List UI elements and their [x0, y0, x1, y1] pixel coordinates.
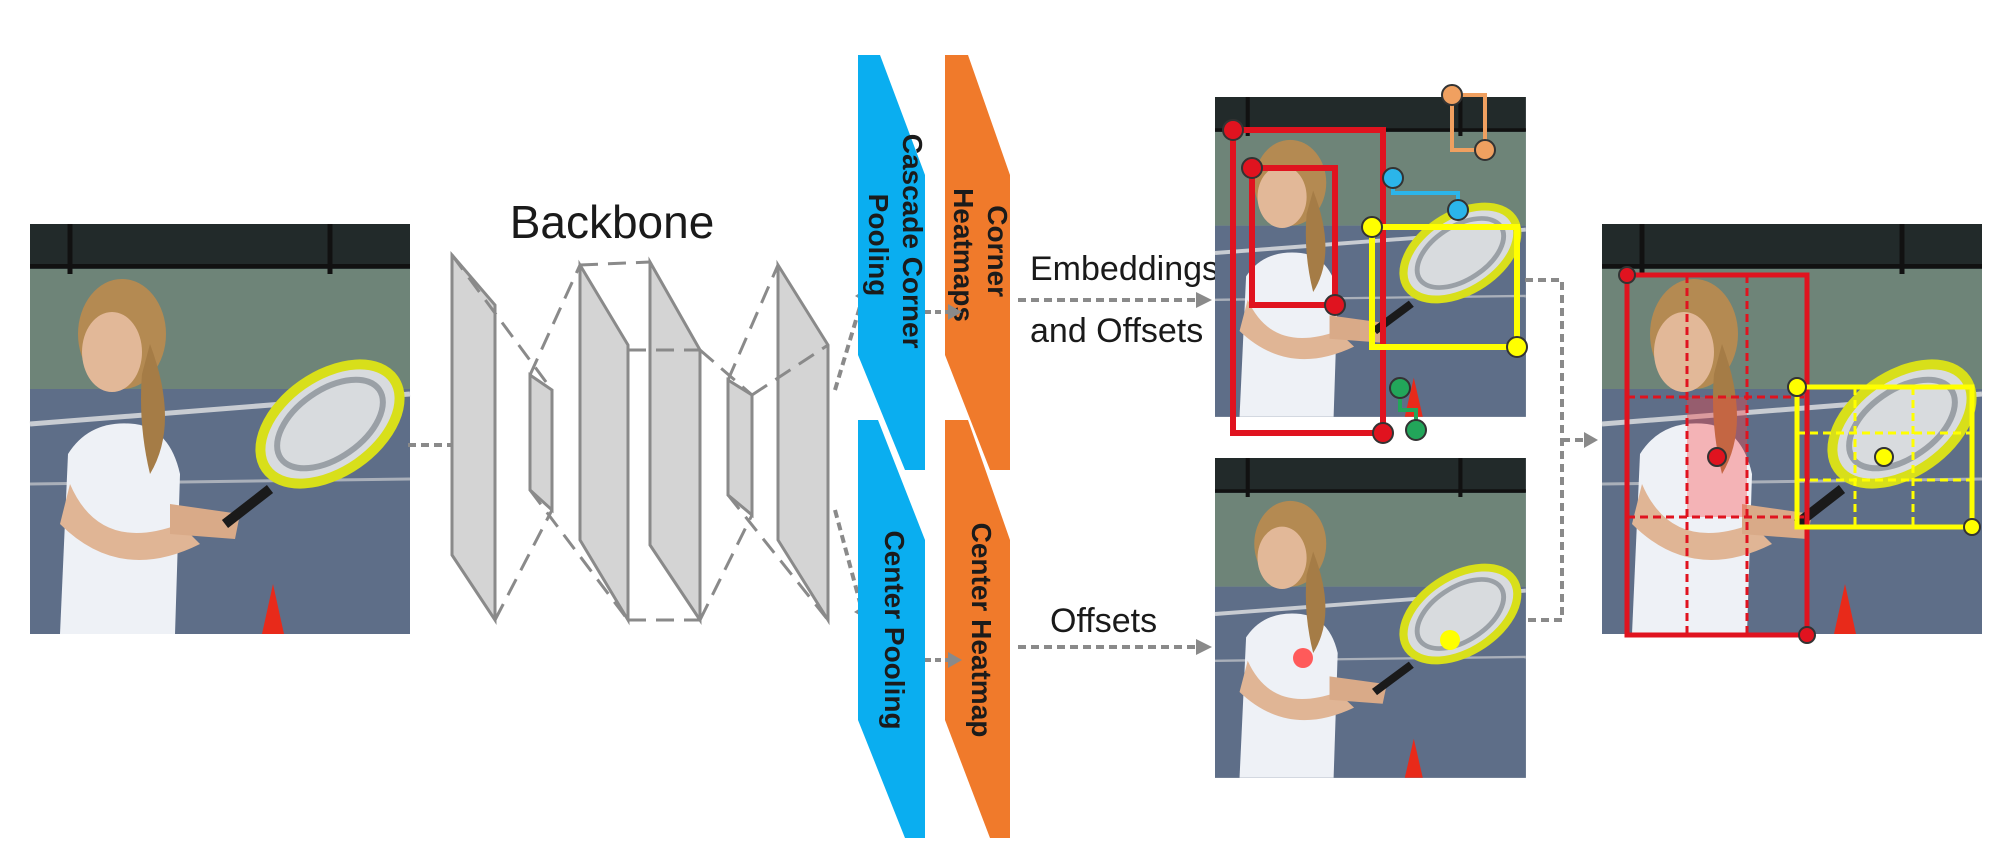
offsets-label: Offsets	[1050, 602, 1157, 640]
arrow-center-pooling-to-heatmap	[925, 652, 962, 668]
arrowhead-final	[1584, 432, 1598, 448]
svg-text:Corner Heatmaps: Corner Heatmaps	[948, 188, 1013, 322]
backbone-label: Backbone	[510, 196, 715, 248]
svg-text:Center Heatmap: Center Heatmap	[966, 523, 997, 738]
arrow-merge-to-final	[1525, 278, 1585, 622]
center-result-photo	[1215, 458, 1535, 778]
arrow-cascade-to-corner	[925, 304, 962, 320]
corner-result-photo	[1215, 84, 1535, 444]
embeddings-label: Embeddings and Offsets	[1030, 250, 1228, 350]
corner-heatmaps-block: Corner Heatmaps	[945, 55, 1013, 470]
arrow-center-to-result	[1018, 639, 1212, 655]
arrow-corner-to-result	[1018, 292, 1212, 308]
svg-text:Center Pooling: Center Pooling	[879, 530, 910, 729]
arrow-backbone-to-pooling	[833, 299, 864, 611]
final-result-photo	[1602, 224, 1993, 644]
backbone-network	[450, 250, 830, 626]
input-photo	[30, 224, 421, 634]
center-heatmap-block: Center Heatmap	[945, 420, 1010, 838]
svg-text:Cascade Corner Pooling: Cascade Corner Pooling	[863, 134, 928, 357]
cascade-corner-pooling-block: Cascade Corner Pooling	[858, 55, 928, 470]
center-pooling-block: Center Pooling	[858, 420, 925, 838]
